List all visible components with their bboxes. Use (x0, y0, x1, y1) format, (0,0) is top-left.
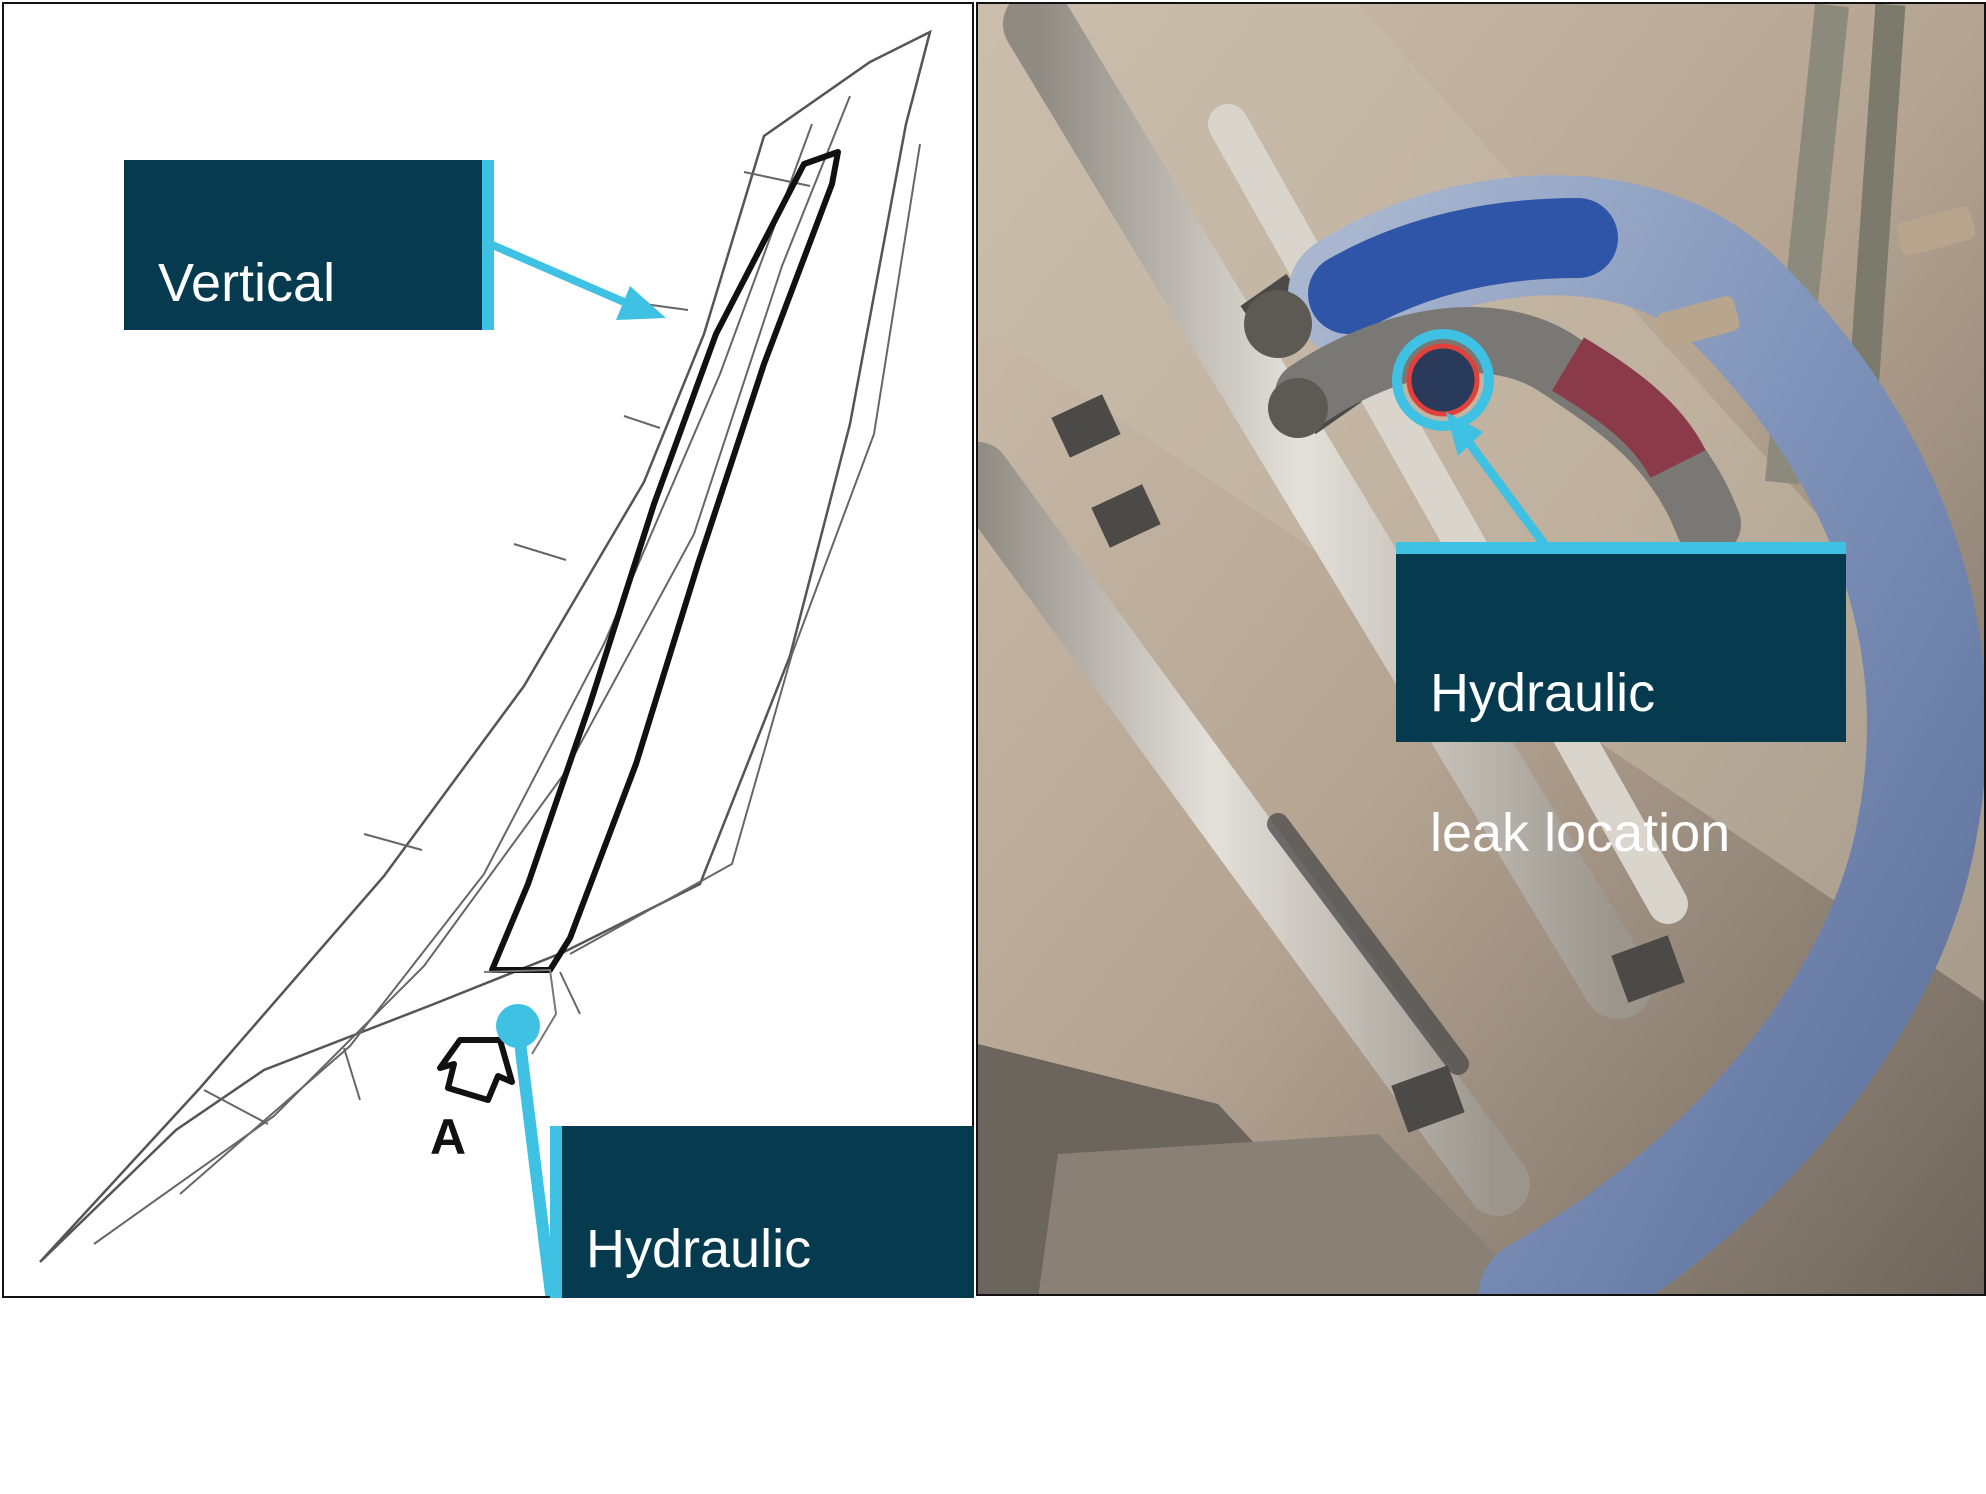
photo-leak-pointer-arrowhead (1446, 412, 1483, 456)
photo-leak-location-callout: Hydraulic leak location (1396, 542, 1846, 863)
grey-hose-red-band (1552, 337, 1706, 479)
upper-hose-connector (1244, 290, 1312, 358)
figure: A Vertical stabiliser Hydraulic leak loc… (2, 2, 1986, 1419)
stabiliser-outline (39, 29, 932, 1263)
corrosion-streak (1267, 813, 1469, 1075)
diagram-leak-location-callout: Hydraulic leak location (550, 1126, 974, 1419)
inner-skin-line (179, 123, 813, 1195)
leak-ring-red (1406, 343, 1480, 417)
rear-edge-line (569, 143, 921, 955)
leak-pointer-line (512, 1025, 558, 1296)
diagram-leak-callout-line2: leak location (586, 1359, 887, 1419)
rib-lines (203, 171, 811, 1125)
rudder-spar-outline (489, 149, 841, 973)
vertical-stabiliser-callout: Vertical stabiliser (124, 160, 494, 453)
stabiliser-diagram-panel: A Vertical stabiliser (2, 2, 974, 1298)
leak-ring-blue (1392, 329, 1494, 431)
photo-leak-callout-line1: Hydraulic (1430, 663, 1656, 723)
section-marker-letter: A (430, 1109, 467, 1165)
photo-structure-base (1038, 1134, 1535, 1294)
stabiliser-pointer-line (488, 240, 626, 306)
hose-clamp-1 (1656, 296, 1740, 348)
diagram-leak-callout-line1: Hydraulic (586, 1219, 812, 1279)
steel-pipes (978, 4, 1688, 1216)
lower-hose-connector (1268, 378, 1328, 438)
vertical-stabiliser-callout-line1: Vertical (158, 253, 336, 313)
photo-leak-pointer-line (1460, 433, 1554, 555)
photo-structure-upper (978, 4, 1984, 1002)
section-arrow (437, 1037, 515, 1103)
vertical-stabiliser-callout-line2: stabiliser (158, 393, 372, 453)
blue-hose-sleeve (1308, 198, 1618, 334)
hose-clamp-2 (1896, 206, 1976, 256)
photo-leak-callout-line2: leak location (1430, 803, 1731, 863)
stabiliser-pointer-arrowhead (616, 286, 666, 320)
spar-base (483, 968, 558, 1055)
stabiliser-drawing (39, 29, 932, 1296)
